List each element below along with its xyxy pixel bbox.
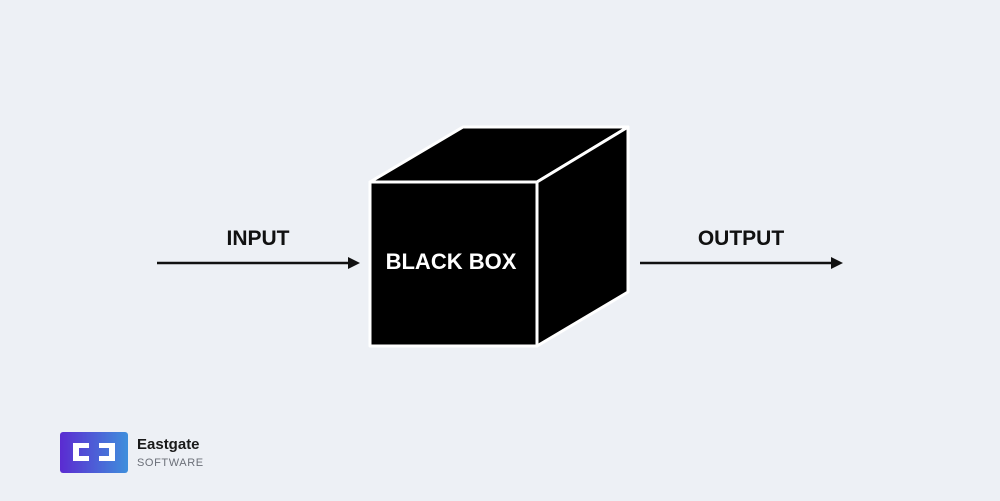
input-arrow — [157, 257, 360, 269]
brand-subtitle: SOFTWARE — [137, 457, 204, 469]
eastgate-logo-icon — [60, 432, 128, 473]
cube-front-face — [368, 180, 539, 348]
brand-name: Eastgate — [137, 436, 200, 453]
eastgate-logo: Eastgate SOFTWARE — [60, 432, 204, 473]
output-label: OUTPUT — [698, 227, 785, 250]
black-box-label: BLACK BOX — [386, 249, 517, 274]
output-arrow — [640, 257, 843, 269]
black-box-cube — [368, 125, 630, 348]
input-label: INPUT — [227, 227, 290, 250]
